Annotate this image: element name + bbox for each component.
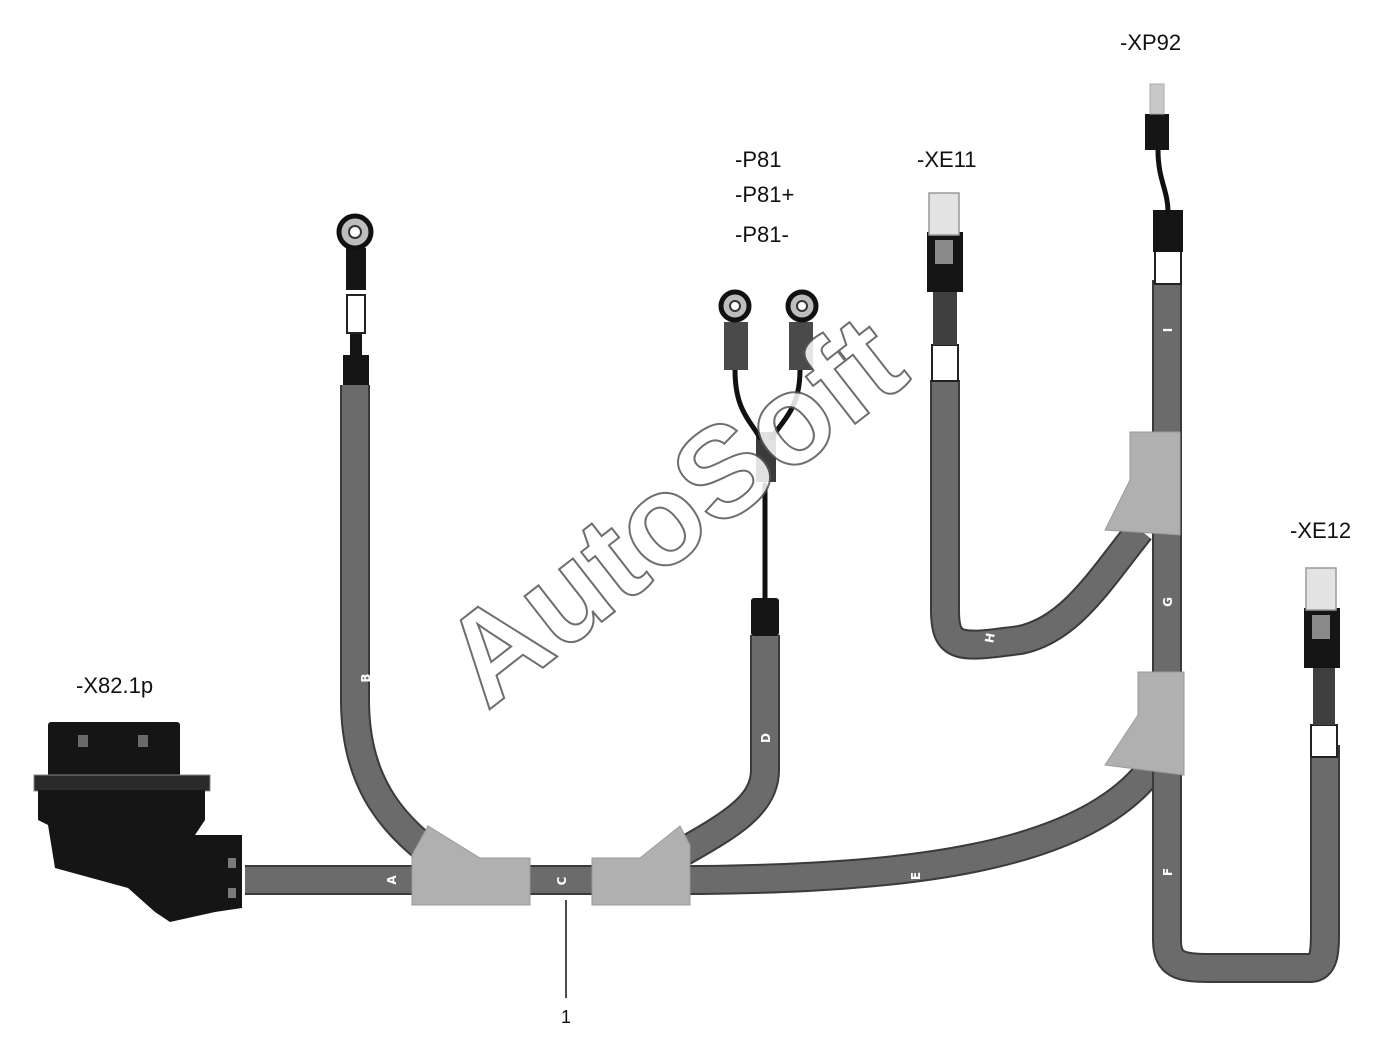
ring-terminal-b [336,213,374,385]
cable-branches [245,280,1340,983]
cable-branch-h [932,380,1151,658]
plug-xp92 [1145,83,1183,285]
junction-boots [411,431,1185,906]
ring-terminals-p81 [718,289,819,636]
segment-label-g: G [1161,597,1175,607]
segment-label-i: I [1161,328,1175,332]
segment-label-h: H [982,632,998,644]
label-xe12: -XE12 [1290,518,1351,543]
connector-x82 [33,722,242,922]
label-p81: -P81 [735,147,781,172]
segment-label-f: F [1161,868,1175,876]
segment-label-d: D [759,733,773,743]
plug-xe11 [927,192,963,382]
junction-boot-cd [591,825,691,906]
label-xe11: -XE11 [917,147,977,172]
junction-boot-ef [1104,671,1185,776]
watermark-text: AutoSoft [416,288,930,733]
cable-trunk-a-c-e [245,761,1161,893]
label-xp92: -XP92 [1120,30,1181,55]
segment-label-a: A [385,875,399,885]
junction-boot-ab [411,825,531,906]
junction-boot-gh [1104,431,1181,536]
connector-labels: -X82.1p -P81 -P81+ -P81- -XE11 -XP92 -XE… [76,30,1351,698]
segment-labels: A B C D E F G H I [359,328,1175,886]
label-p81-plus: -P81+ [735,182,794,207]
cable-trunk-i-g-f [1154,280,1338,981]
label-p81-minus: -P81- [735,222,789,247]
segment-label-b: B [359,673,373,682]
plug-xe12 [1304,567,1340,758]
callout-1: 1 [561,900,571,1027]
label-x82: -X82.1p [76,673,153,698]
segment-label-c: C [555,876,569,885]
segment-label-e: E [909,872,923,880]
callout-number: 1 [561,1007,571,1027]
